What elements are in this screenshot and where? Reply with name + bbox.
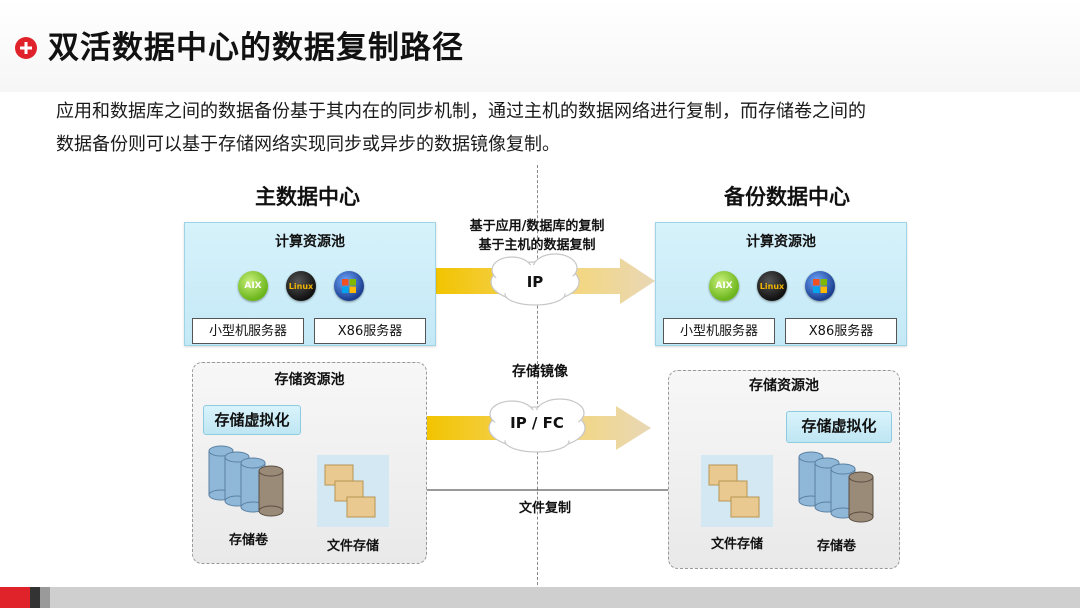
linux-icon: Linux [757, 271, 787, 301]
plus-circle-icon [15, 37, 37, 59]
primary-compute-pool: 计算资源池 AIX Linux 小型机服务器 X86服务器 [184, 222, 436, 346]
x86-server-box: X86服务器 [314, 318, 426, 344]
storage-pool-label: 存储资源池 [274, 372, 345, 388]
host-replication-label: 基于主机的数据复制 [478, 238, 596, 253]
file-storage-panel [701, 455, 773, 527]
folder-icon [708, 464, 760, 518]
footer-dark-block [30, 587, 40, 608]
file-storage-panel [317, 455, 389, 527]
file-storage-label: 文件存储 [711, 537, 764, 552]
footer-red-block [0, 587, 30, 608]
minicomputer-server-box: 小型机服务器 [663, 318, 775, 344]
storage-mirror-label: 存储镜像 [512, 364, 568, 380]
volume-label: 存储卷 [817, 539, 857, 554]
database-icon [208, 445, 284, 517]
ip-label: IP [526, 273, 544, 291]
primary-storage-pool: 存储资源池 存储虚拟化 存储卷 文件存储 [192, 362, 427, 564]
compute-pool-label: 计算资源池 [275, 234, 345, 250]
title-bar [0, 0, 1080, 92]
volume-label: 存储卷 [229, 533, 269, 548]
backup-dc-title: 备份数据中心 [724, 185, 850, 209]
intro-line-2: 数据备份则可以基于存储网络实现同步或异步的数据镜像复制。 [56, 134, 560, 155]
compute-pool-label: 计算资源池 [746, 234, 816, 250]
backup-compute-pool: 计算资源池 AIX Linux 小型机服务器 X86服务器 [655, 222, 907, 346]
intro-paragraph: 应用和数据库之间的数据备份基于其内在的同步机制，通过主机的数据网络进行复制，而存… [56, 95, 1016, 161]
footer-grey-block [40, 587, 50, 608]
aix-icon: AIX [709, 271, 739, 301]
x86-server-box: X86服务器 [785, 318, 897, 344]
footer-bar [0, 587, 1080, 608]
primary-dc-title: 主数据中心 [255, 185, 360, 209]
minicomputer-server-box: 小型机服务器 [192, 318, 304, 344]
backup-storage-pool: 存储资源池 存储虚拟化 文件存储 存储卷 [668, 370, 900, 569]
database-icon [798, 451, 874, 523]
windows-icon [805, 271, 835, 301]
file-copy-label: 文件复制 [518, 501, 571, 516]
storage-virtualization-label: 存储虚拟化 [203, 405, 301, 435]
folder-icon [324, 464, 376, 518]
windows-icon [334, 271, 364, 301]
ipfc-label: IP / FC [510, 414, 564, 432]
center-divider [537, 165, 538, 585]
page-title: 双活数据中心的数据复制路径 [48, 30, 464, 66]
linux-icon: Linux [286, 271, 316, 301]
storage-virtualization-label: 存储虚拟化 [786, 411, 892, 443]
app-replication-label: 基于应用/数据库的复制 [469, 219, 605, 234]
aix-icon: AIX [238, 271, 268, 301]
storage-pool-label: 存储资源池 [749, 378, 819, 394]
intro-line-1: 应用和数据库之间的数据备份基于其内在的同步机制，通过主机的数据网络进行复制，而存… [56, 101, 866, 122]
file-storage-label: 文件存储 [327, 539, 380, 554]
